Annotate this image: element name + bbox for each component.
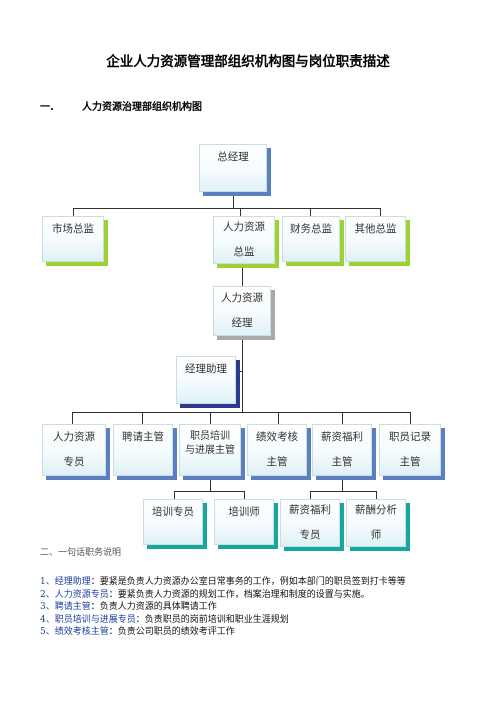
connector-line xyxy=(73,208,380,209)
duties-list: 1、经理助理：要紧是负责人力资源办公室日常事务的工作，例如本部门的职员签到打卡等… xyxy=(40,576,406,639)
node-label: 聘请主管 xyxy=(122,431,164,443)
connector-line xyxy=(242,264,243,286)
node-label: 培训师 xyxy=(228,506,260,518)
duty-number: 1、 xyxy=(40,577,55,587)
connector-line xyxy=(174,491,244,492)
node-label-line2: 主管 xyxy=(399,456,421,468)
node-label-line1: 薪资福利 xyxy=(289,504,331,516)
connector-line xyxy=(240,208,241,216)
connector-line xyxy=(72,412,410,413)
org-node-other-director: 其他总监 xyxy=(345,216,406,262)
duty-number: 3、 xyxy=(40,602,55,612)
node-label-line2: 总监 xyxy=(233,246,255,258)
node-label-line1: 职员记录 xyxy=(389,431,431,443)
section-heading-1: 一. 人力资源治理部组织机构图 xyxy=(40,98,202,113)
duty-number: 4、 xyxy=(40,614,55,625)
connector-line xyxy=(380,208,381,216)
org-node-compensation-specialist: 薪资福利 专员 xyxy=(280,499,340,547)
duty-role: 聘请主管 xyxy=(54,602,91,612)
node-label-line1: 人力资源 xyxy=(223,221,265,233)
duty-description: ：负责人力资源的具体聘请工作 xyxy=(90,602,217,612)
connector-line xyxy=(174,491,175,499)
node-label-line1: 人力资源 xyxy=(53,431,95,443)
connector-line xyxy=(310,491,311,499)
org-node-finance-director: 财务总监 xyxy=(282,216,340,262)
node-label-line1: 人力资源 xyxy=(221,292,263,304)
connector-line xyxy=(73,208,74,216)
connector-line xyxy=(242,336,243,412)
duty-item: 4、职员培训与进展专员：负责职员的岗前培训和职业生涯规划 xyxy=(40,614,406,627)
connector-line xyxy=(236,371,242,372)
org-node-ceo: 总经理 xyxy=(199,144,267,192)
node-label-line2: 师 xyxy=(370,529,382,541)
connector-line xyxy=(233,192,234,209)
node-label: 市场总监 xyxy=(52,223,94,235)
org-node-hr-specialist: 人力资源 专员 xyxy=(42,424,106,476)
node-label-line1: 薪酬分析 xyxy=(355,504,397,516)
duty-item: 2、人力资源专员：要紧负责人力资源的规划工作，档案治理和制度的设置与实施。 xyxy=(40,589,406,602)
node-label: 其他总监 xyxy=(354,223,397,235)
node-label: 财务总监 xyxy=(290,223,332,235)
connector-line xyxy=(278,412,279,424)
connector-line xyxy=(72,412,73,424)
org-node-trainer: 培训师 xyxy=(214,499,274,545)
duty-description: ：要紧是负责人力资源办公室日常事务的工作，例如本部门的职员签到打卡等等 xyxy=(90,577,406,587)
connector-line xyxy=(376,491,377,499)
section-number: 一. xyxy=(40,102,54,113)
connector-line xyxy=(210,478,211,492)
duty-description: ：负责公司职员的绩效考评工作 xyxy=(108,627,235,637)
duty-item: 5、绩效考核主管：负责公司职员的绩效考评工作 xyxy=(40,626,406,639)
node-label: 总经理 xyxy=(217,151,249,163)
org-node-training-development-manager: 职员培训 与进展主管 xyxy=(179,424,241,476)
duty-item: 3、聘请主管：负责人力资源的具体聘请工作 xyxy=(40,601,406,614)
duty-description: ：负责职员的岗前培训和职业生涯规划 xyxy=(135,614,289,625)
org-node-training-specialist: 培训专员 xyxy=(143,499,203,545)
duty-description: ：要紧负责人力资源的规划工作，档案治理和制度的设置与实施。 xyxy=(108,589,370,600)
org-node-compensation-manager: 薪资福利 主管 xyxy=(312,424,372,476)
org-node-manager-assistant: 经理助理 xyxy=(176,356,236,404)
org-node-market-director: 市场总监 xyxy=(42,216,104,262)
document-title: 企业人力资源管理部组织机构图与岗位职责描述 xyxy=(106,54,390,70)
node-label-line2: 专员 xyxy=(63,456,85,468)
duty-role: 经理助理 xyxy=(54,577,91,587)
node-label: 经理助理 xyxy=(185,363,227,375)
connector-line xyxy=(310,491,376,492)
connector-line xyxy=(142,412,143,424)
duty-number: 5、 xyxy=(40,627,55,637)
org-node-hr-manager: 人力资源 经理 xyxy=(213,286,271,336)
org-node-salary-analyst: 薪酬分析 师 xyxy=(346,499,406,547)
node-label-line1: 薪资福利 xyxy=(321,431,363,443)
org-node-hr-director: 人力资源 总监 xyxy=(213,216,275,264)
node-label-line2: 主管 xyxy=(331,456,353,468)
node-label-line2: 主管 xyxy=(266,456,288,468)
connector-line xyxy=(342,478,343,492)
section-label: 人力资源治理部组织机构图 xyxy=(82,102,202,113)
duty-number: 2、 xyxy=(40,589,55,600)
org-node-recruitment-manager: 聘请主管 xyxy=(113,424,173,476)
section-heading-2: 二、一句话职务说明 xyxy=(40,548,122,558)
node-label-line2: 专员 xyxy=(299,529,321,541)
connector-line xyxy=(310,208,311,216)
org-node-records-manager: 职员记录 主管 xyxy=(379,424,441,476)
org-node-performance-manager: 绩效考核 主管 xyxy=(247,424,307,476)
connector-line xyxy=(410,412,411,424)
node-label-line2: 与进展主管 xyxy=(185,445,235,456)
duty-role: 人力资源专员 xyxy=(54,589,109,600)
node-label-line1: 绩效考核 xyxy=(256,431,298,443)
connector-line xyxy=(210,412,211,424)
node-label-line2: 经理 xyxy=(231,317,253,329)
node-label-line1: 职员培训 xyxy=(190,431,230,442)
duty-item: 1、经理助理：要紧是负责人力资源办公室日常事务的工作，例如本部门的职员签到打卡等… xyxy=(40,576,406,589)
node-label: 培训专员 xyxy=(152,506,194,518)
duty-role: 职员培训与进展专员 xyxy=(54,614,136,625)
duty-role: 绩效考核主管 xyxy=(54,627,109,637)
connector-line xyxy=(244,491,245,499)
connector-line xyxy=(342,412,343,424)
